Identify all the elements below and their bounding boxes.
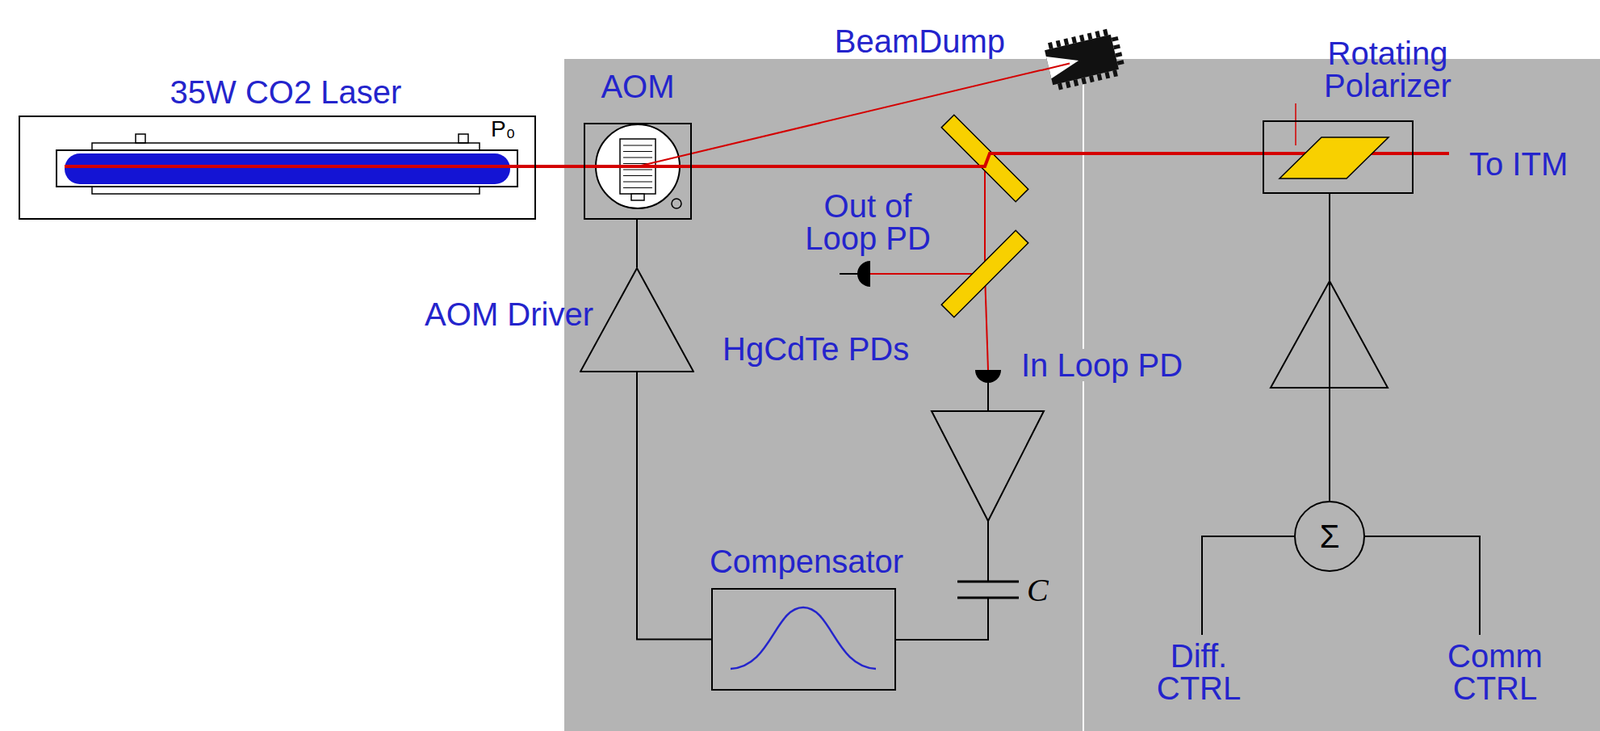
grating-line — [623, 187, 653, 189]
heat-fin — [1055, 40, 1062, 48]
compensator-curve — [730, 607, 876, 669]
heat-fin — [1104, 71, 1110, 80]
control-input-label: Diff. CTRL — [1150, 639, 1248, 704]
node-label: BeamDump — [834, 25, 1006, 58]
mirror — [941, 114, 1028, 202]
heat-fin — [1117, 59, 1125, 66]
laser-housing: 35W CO2 Laser — [18, 115, 537, 220]
heat-fin — [1087, 32, 1094, 40]
signal-wire — [1202, 536, 1295, 635]
aom-transducer — [631, 193, 645, 201]
capacitor-symbol — [957, 580, 1019, 583]
signal-wire — [1365, 536, 1480, 635]
heat-fin — [1065, 80, 1072, 88]
detector-label: Out of Loop PD — [795, 189, 941, 255]
laser-tab — [458, 134, 469, 143]
heat-fin — [1057, 83, 1064, 91]
node-label: Σ — [1319, 519, 1341, 553]
laser-beam — [691, 153, 1263, 167]
aom-box: AOM — [583, 122, 692, 220]
grating-line — [623, 169, 653, 171]
signal-wire — [987, 520, 989, 582]
photodiode-lead — [839, 272, 858, 275]
driver-amplifier: AOM Driver — [579, 267, 695, 373]
deflected-beam — [1041, 63, 1070, 72]
leader-line — [1294, 103, 1297, 146]
heat-fin — [1080, 77, 1087, 85]
signal-wire — [1328, 193, 1331, 501]
laser-beam — [536, 164, 584, 168]
signal-wire — [896, 597, 989, 640]
heat-fin — [1063, 37, 1069, 46]
grating-line — [623, 181, 653, 183]
node-label: AOM Driver — [424, 297, 594, 331]
photodiode — [857, 260, 871, 287]
signal-wire — [987, 382, 989, 411]
amplifier-outline — [579, 267, 695, 373]
beam-dump-body — [1044, 34, 1119, 85]
laser-beam — [64, 164, 537, 168]
grating-line — [623, 157, 653, 159]
detector-label: In Loop PD — [1018, 348, 1186, 382]
panel-divider — [1082, 58, 1085, 731]
photodiode — [975, 369, 1002, 383]
laser-holder — [56, 150, 518, 187]
heat-fin — [1114, 51, 1123, 58]
beam-dump-icon — [1042, 26, 1127, 92]
detector-label: HgCdTe PDs — [722, 332, 909, 365]
polarizer-box: Rotating Polarizer — [1262, 120, 1414, 194]
node-label: AOM — [600, 70, 675, 103]
deflected-beam — [637, 153, 692, 167]
beam-dump: BeamDump — [1041, 22, 1123, 96]
output-label: To ITM — [1469, 147, 1568, 181]
amplifier-symbol — [931, 410, 1044, 521]
signal-wire — [636, 219, 638, 268]
pickoff-beam — [870, 272, 985, 275]
node-label: Rotating Polarizer — [1315, 37, 1461, 102]
heat-fin — [1111, 36, 1119, 42]
gray-panel — [564, 58, 1600, 731]
power-label: P₀ — [490, 117, 516, 141]
pickoff-beam — [984, 273, 989, 370]
summing-junction: Σ — [1294, 500, 1366, 572]
signal-wire — [636, 372, 712, 640]
node-label: 35W CO2 Laser — [170, 75, 403, 109]
mirror — [941, 230, 1028, 317]
compensator-box: Compensator — [711, 587, 897, 691]
heat-fin — [1079, 34, 1085, 42]
heat-fin — [1073, 79, 1080, 87]
grating-line — [623, 175, 653, 176]
heat-fin — [1097, 73, 1103, 81]
heat-fin — [1112, 69, 1119, 77]
grating-line — [623, 145, 653, 147]
heat-fin — [1089, 75, 1095, 83]
heat-fin — [1071, 36, 1077, 44]
heat-fin — [1094, 30, 1101, 38]
heat-fin — [1113, 44, 1121, 51]
control-input-label: Comm CTRL — [1442, 639, 1548, 704]
heat-fin — [1102, 29, 1109, 37]
grating-line — [623, 150, 653, 152]
laser-tube — [64, 153, 511, 185]
laser-tab — [135, 134, 146, 143]
capacitor-label: C — [1026, 573, 1049, 607]
deflected-beam — [691, 70, 1042, 154]
amplifier-outline — [580, 268, 694, 372]
heat-fin — [1047, 41, 1054, 50]
pickoff-beam — [984, 166, 986, 274]
aom-connector — [671, 198, 682, 209]
node-label: Compensator — [709, 544, 904, 578]
